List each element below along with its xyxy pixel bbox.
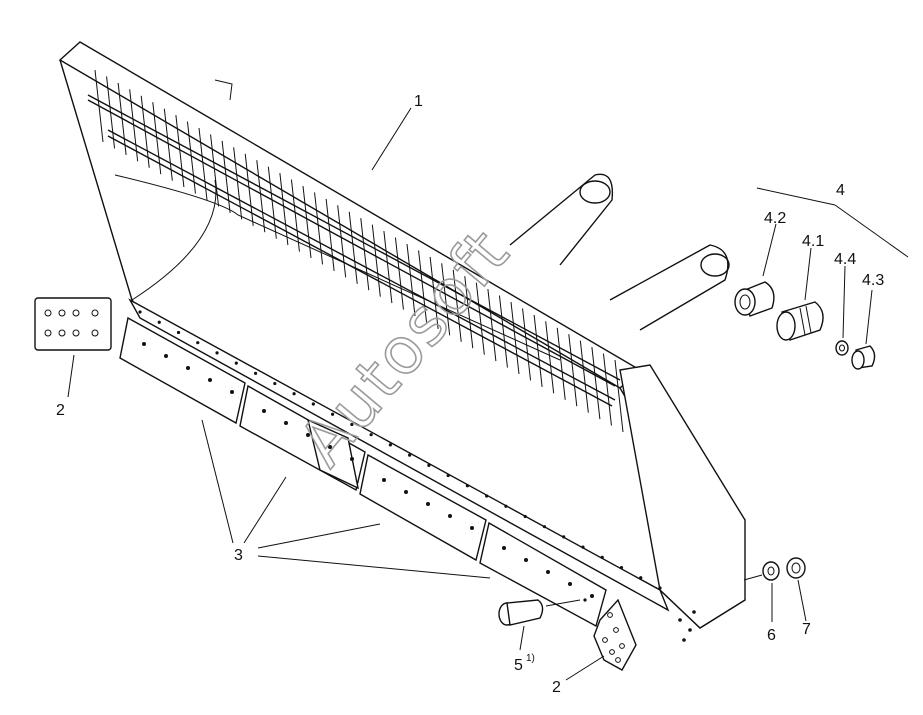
- callout-5: 5: [514, 657, 523, 674]
- bolt: [498, 598, 587, 626]
- cutting-edge-segment-3: [359, 453, 487, 562]
- nut: [786, 557, 806, 579]
- callout-5-note: 1): [526, 653, 535, 664]
- callout-4-2: 4.2: [764, 210, 786, 227]
- washer: [762, 561, 780, 581]
- pivot-assembly: [734, 187, 909, 370]
- end-cap: [851, 345, 876, 370]
- cutting-edge-corner-piece: [306, 418, 359, 490]
- grill-slats: [94, 69, 624, 433]
- cutting-edge-bolt-holes: [138, 310, 662, 590]
- callout-4-4: 4.4: [834, 251, 856, 268]
- retaining-ring: [835, 340, 849, 356]
- callout-2-bottom: 2: [552, 679, 561, 696]
- end-plate-holes: [678, 610, 696, 642]
- cutting-edge-segment-1: [119, 316, 246, 425]
- callout-4-3: 4.3: [862, 272, 884, 289]
- segment-bolt-holes: [142, 342, 594, 598]
- end-bit-left: [34, 297, 112, 351]
- pin: [776, 301, 824, 341]
- bushing: [734, 281, 775, 317]
- callout-7: 7: [802, 621, 811, 638]
- callout-1: 1: [414, 93, 423, 110]
- callout-3: 3: [234, 547, 243, 564]
- callout-4: 4: [836, 182, 845, 199]
- cutting-edge-segments: [119, 316, 607, 628]
- callout-2-left: 2: [56, 402, 65, 419]
- callout-4-1: 4.1: [802, 233, 824, 250]
- end-bit-right: [593, 598, 637, 671]
- cutting-edge-segment-4: [479, 521, 607, 628]
- callout-labels: 1 2 2 3 4 4.1 4.2 4.3 4.4 5 1) 6 7: [56, 93, 884, 696]
- callout-6: 6: [767, 627, 776, 644]
- leader-lines: [67, 107, 873, 681]
